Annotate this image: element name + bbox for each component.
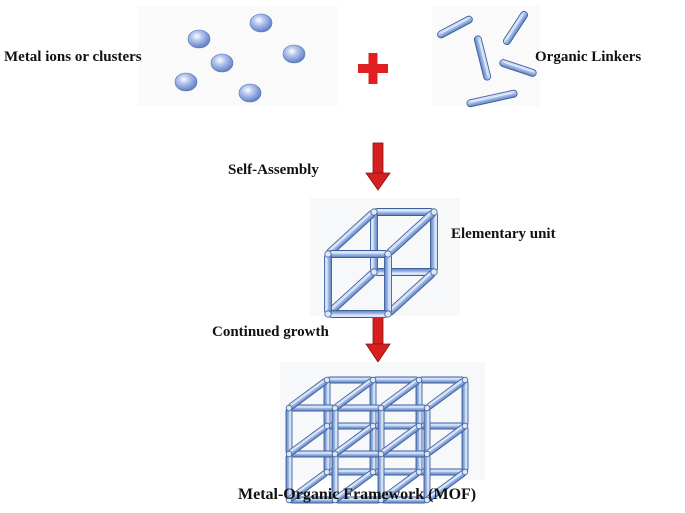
organic-linkers-group bbox=[437, 10, 537, 108]
mof-linker bbox=[323, 379, 331, 427]
mof-node bbox=[415, 376, 423, 384]
mof-node bbox=[423, 450, 431, 458]
organic-linker-rod bbox=[473, 35, 492, 81]
unit-cell-linker bbox=[324, 253, 332, 315]
elementary-unit-label: Elementary unit bbox=[451, 226, 556, 242]
unit-cell-node bbox=[430, 268, 438, 276]
unit-cell-linker bbox=[430, 211, 438, 273]
mof-node bbox=[323, 376, 331, 384]
metal-ion-sphere bbox=[249, 13, 273, 33]
mof-node bbox=[461, 422, 469, 430]
unit-cell-node bbox=[324, 250, 332, 258]
metal-ion-sphere bbox=[282, 44, 306, 64]
mof-node bbox=[331, 450, 339, 458]
mof-node bbox=[323, 468, 331, 476]
continued-growth-label: Continued growth bbox=[212, 324, 329, 340]
mof-node bbox=[369, 468, 377, 476]
mof-linker bbox=[377, 407, 385, 455]
unit-cell-node bbox=[384, 310, 392, 318]
mof-node bbox=[423, 404, 431, 412]
organic-linker-rod bbox=[502, 10, 529, 46]
organic-linker-rod bbox=[499, 59, 537, 77]
mof-linker bbox=[423, 407, 431, 455]
mof-linker bbox=[415, 379, 423, 427]
mof-node bbox=[415, 468, 423, 476]
unit-cell-node bbox=[370, 268, 378, 276]
elementary-unit-cube bbox=[324, 208, 438, 318]
mof-linker bbox=[380, 404, 428, 412]
mof-node bbox=[377, 404, 385, 412]
mof-linker bbox=[323, 425, 331, 473]
mof-linker bbox=[423, 453, 431, 501]
mof-linker bbox=[288, 404, 336, 412]
unit-cell-node bbox=[384, 250, 392, 258]
mof-node bbox=[461, 376, 469, 384]
mof-node bbox=[415, 422, 423, 430]
unit-cell-node bbox=[430, 208, 438, 216]
organic-linker-rod bbox=[437, 15, 473, 39]
mof-linker bbox=[369, 379, 377, 427]
metal-ion-sphere bbox=[238, 83, 262, 103]
metal-ions-label: Metal ions or clusters bbox=[4, 49, 142, 65]
metal-ions-panel bbox=[138, 6, 338, 106]
plus-icon bbox=[358, 53, 388, 84]
unit-cell-linker bbox=[370, 211, 378, 273]
mof-node bbox=[377, 450, 385, 458]
mof-linker bbox=[415, 425, 423, 473]
mof-label: Metal-Organic Framework (MOF) bbox=[238, 486, 477, 503]
unit-cell-node bbox=[324, 310, 332, 318]
mof-linker bbox=[331, 407, 339, 455]
metal-ion-sphere bbox=[174, 72, 198, 92]
mof-node bbox=[377, 496, 385, 504]
mof-node bbox=[331, 404, 339, 412]
metal-ion-sphere bbox=[187, 29, 211, 49]
mof-node bbox=[285, 404, 293, 412]
mof-linker bbox=[461, 425, 469, 473]
mof-linker bbox=[334, 404, 382, 412]
self-assembly-arrow-icon bbox=[365, 142, 391, 191]
mof-node bbox=[369, 376, 377, 384]
mof-node bbox=[285, 450, 293, 458]
organic-linker-rod bbox=[466, 89, 518, 108]
unit-cell-node bbox=[370, 208, 378, 216]
mof-linker bbox=[285, 407, 293, 455]
mof-node bbox=[331, 496, 339, 504]
unit-cell-linker bbox=[327, 310, 389, 318]
organic-linkers-label: Organic Linkers bbox=[535, 49, 642, 65]
metal-ions-group bbox=[174, 13, 306, 103]
mof-lattice bbox=[285, 376, 469, 504]
mof-linker bbox=[461, 379, 469, 427]
mof-node bbox=[285, 496, 293, 504]
mof-node bbox=[423, 496, 431, 504]
mof-node bbox=[323, 422, 331, 430]
unit-cell-linker bbox=[373, 208, 435, 216]
unit-cell-linker bbox=[384, 253, 392, 315]
unit-cell-linker bbox=[327, 250, 389, 258]
mof-node bbox=[369, 422, 377, 430]
metal-ion-sphere bbox=[210, 53, 234, 73]
continued-growth-arrow-icon bbox=[365, 311, 391, 363]
mof-linker bbox=[334, 450, 382, 458]
mof-node bbox=[461, 468, 469, 476]
unit-cell-linker bbox=[373, 268, 435, 276]
mof-linker bbox=[369, 425, 377, 473]
self-assembly-label: Self-Assembly bbox=[228, 162, 319, 178]
